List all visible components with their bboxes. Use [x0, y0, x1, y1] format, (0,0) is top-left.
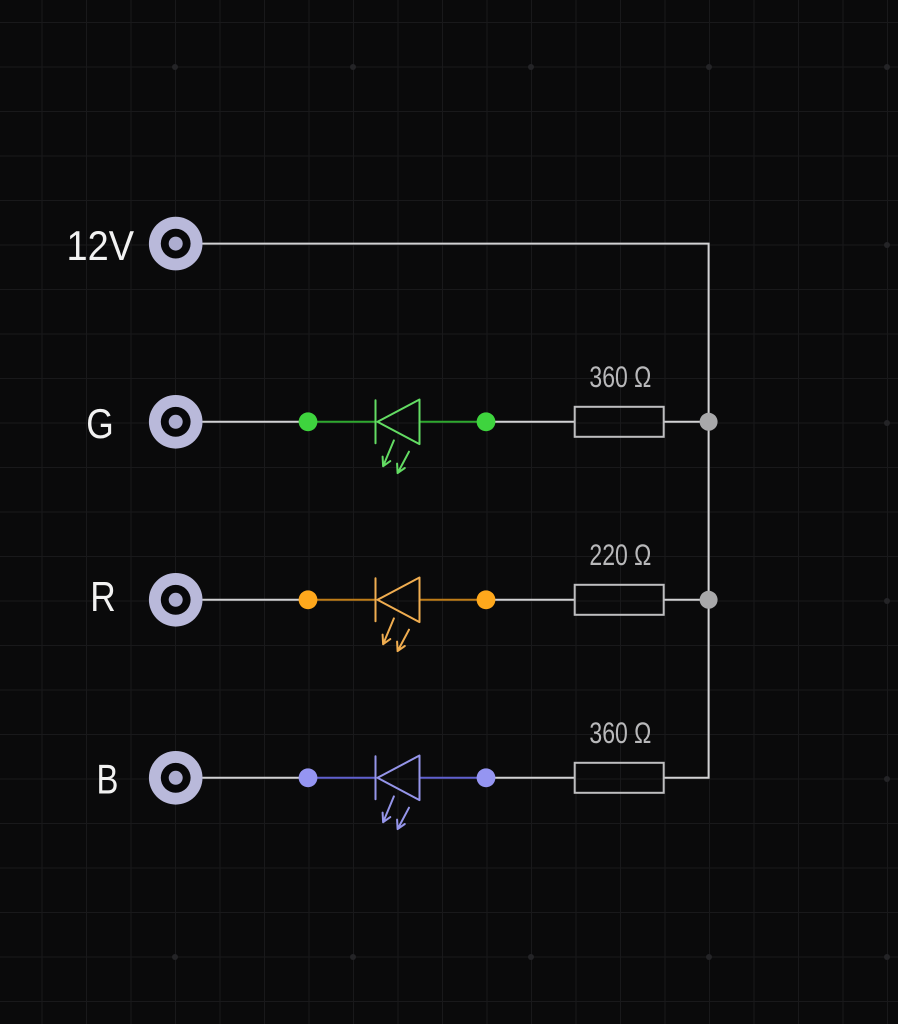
svg-text:360 Ω: 360 Ω: [589, 361, 651, 394]
svg-text:360 Ω: 360 Ω: [589, 717, 651, 750]
svg-text:12V: 12V: [67, 222, 135, 269]
svg-text:R: R: [90, 573, 116, 620]
svg-text:G: G: [86, 400, 114, 447]
svg-text:B: B: [97, 756, 119, 803]
svg-text:220 Ω: 220 Ω: [589, 539, 651, 572]
